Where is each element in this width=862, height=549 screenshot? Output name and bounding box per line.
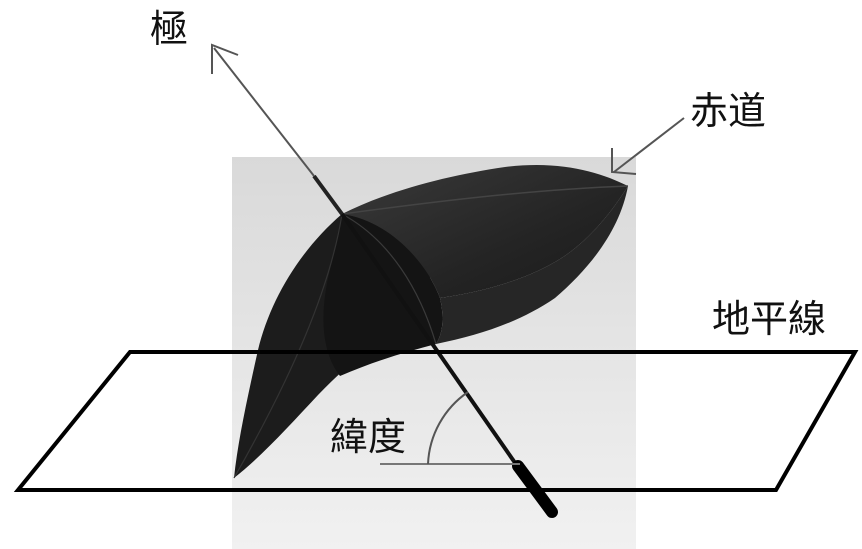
latitude-label: 緯度	[330, 415, 407, 459]
equator-label: 赤道	[690, 89, 767, 133]
horizon-plane	[13, 350, 859, 492]
umbrella-tip	[312, 174, 344, 216]
pole-arrow	[211, 43, 315, 177]
umbrella-shaft	[340, 212, 522, 472]
horizon-label: 地平線	[712, 297, 827, 341]
canopy-top-panel	[342, 164, 628, 298]
canopy-right-panel	[436, 186, 628, 344]
pole-label: 極	[150, 7, 189, 51]
equator-arrow	[611, 117, 685, 175]
umbrella-canopy	[233, 164, 629, 479]
canopy-front-panel	[323, 214, 443, 376]
latitude-arc	[427, 391, 469, 465]
